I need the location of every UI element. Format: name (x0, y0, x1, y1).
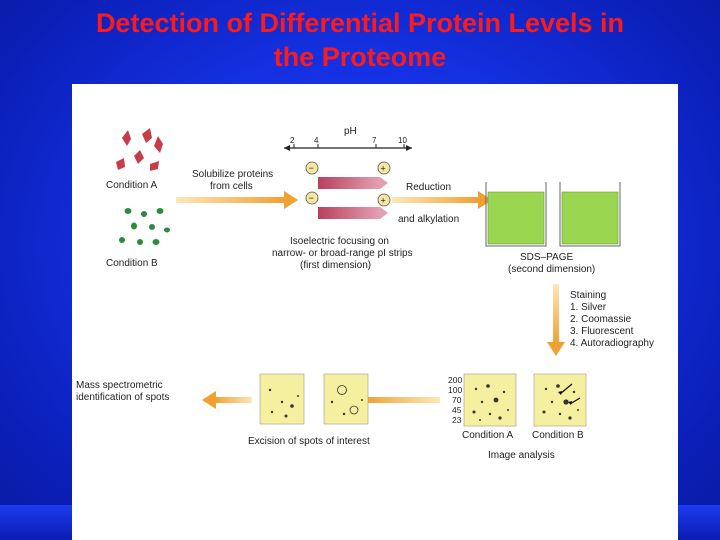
ph-tick-4: 4 (314, 136, 319, 145)
minus-sign-top: − (309, 163, 314, 173)
staining-item-2: 2. Coomassie (570, 314, 632, 325)
slide-title: Detection of Differential Protein Levels… (0, 6, 720, 74)
alkylation-label: and alkylation (398, 214, 459, 225)
mw-ticks: 200 100 70 45 23 (448, 375, 462, 425)
condition-a-label: Condition A (106, 180, 157, 191)
ief-strip-top: − + (305, 161, 391, 189)
staining-title: Staining (570, 290, 606, 301)
arrow-reduction (392, 191, 492, 209)
excision-gel-2 (323, 373, 369, 425)
plus-sign-top: + (381, 164, 386, 174)
sds-gel-2 (559, 182, 621, 247)
condition-b-cells (119, 208, 170, 245)
sds-page-label: SDS–PAGE (520, 252, 573, 263)
title-line-2: the Proteome (273, 42, 447, 72)
ms-line-1: Mass spectrometric (76, 380, 163, 391)
mw-tick-23: 23 (452, 415, 462, 425)
mw-tick-45: 45 (452, 405, 462, 415)
plus-sign-bottom: + (381, 196, 386, 206)
staining-item-1: 1. Silver (570, 302, 607, 313)
mw-tick-200: 200 (448, 375, 462, 385)
ief-line-2: narrow- or broad-range pI strips (272, 248, 413, 259)
staining-item-3: 3. Fluorescent (570, 326, 634, 337)
image-analysis-label: Image analysis (488, 450, 555, 461)
ph-tick-7: 7 (372, 136, 377, 145)
title-line-1: Detection of Differential Protein Levels… (95, 8, 625, 38)
ph-tick-2: 2 (290, 136, 295, 145)
ms-line-2: identification of spots (76, 392, 169, 403)
sds-second-dimension: (second dimension) (508, 264, 595, 275)
ief-line-1: Isoelectric focusing on (290, 236, 389, 247)
ief-line-3: (first dimension) (300, 260, 371, 271)
staining-item-4: 4. Autoradiography (570, 338, 654, 349)
condition-a-cells (116, 128, 163, 171)
ief-strip-bottom: − + (305, 191, 391, 219)
arrow-solubilize (176, 191, 298, 209)
proteomics-diagram: Condition A Condition B Solubilize prote… (76, 126, 654, 461)
minus-sign-bottom: − (309, 193, 314, 203)
stained-gel-a (463, 373, 517, 427)
condition-b-gel-label: Condition B (532, 430, 584, 441)
condition-b-label: Condition B (106, 258, 158, 269)
arrow-staining (547, 284, 565, 356)
solubilize-line-1: Solubilize proteins (192, 169, 273, 180)
mw-tick-70: 70 (452, 395, 462, 405)
excision-label: Excision of spots of interest (248, 436, 370, 447)
condition-a-gel-label: Condition A (462, 430, 513, 441)
reduction-label: Reduction (406, 182, 451, 193)
stained-gel-b (533, 373, 587, 427)
ph-tick-10: 10 (398, 136, 407, 145)
sds-gel-1 (485, 182, 547, 247)
mw-tick-100: 100 (448, 385, 462, 395)
ph-scale: pH 2 4 7 10 (284, 126, 412, 151)
solubilize-line-2: from cells (210, 181, 253, 192)
diagram-panel: Condition A Condition B Solubilize prote… (72, 84, 678, 540)
arrow-to-ms (202, 391, 252, 409)
ph-label: pH (344, 126, 357, 137)
excision-gel-1 (259, 373, 305, 425)
